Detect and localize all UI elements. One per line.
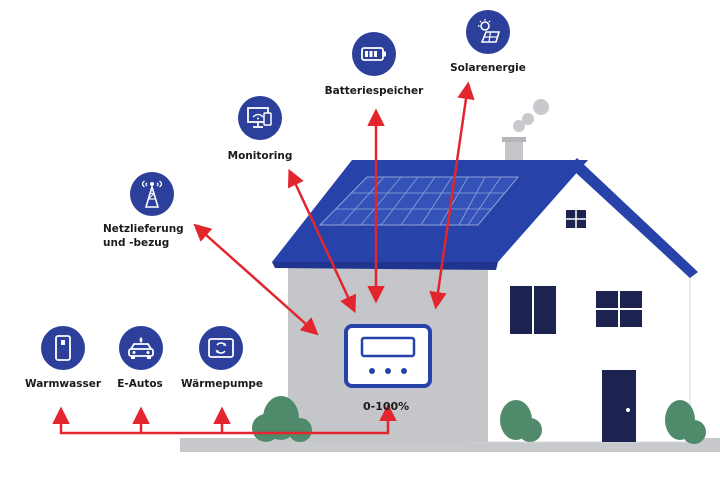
water-heater-icon bbox=[41, 326, 85, 370]
battery-icon bbox=[352, 32, 396, 76]
label-battery: Batteriespeicher bbox=[324, 85, 424, 97]
chimney bbox=[505, 140, 523, 166]
attic-window bbox=[566, 210, 586, 228]
window-right bbox=[596, 291, 642, 327]
window-left bbox=[510, 286, 556, 334]
arrow-consumer-bus bbox=[52, 406, 390, 435]
label-solar: Solarenergie bbox=[450, 62, 526, 74]
arrow-solar bbox=[429, 81, 475, 310]
label-warmwater: Warmwasser bbox=[25, 378, 101, 390]
energy-flow-arrows bbox=[52, 81, 475, 435]
chimney-smoke bbox=[513, 99, 549, 132]
label-percent: 0-100% bbox=[363, 400, 410, 413]
label-grid-line2: und -bezug bbox=[103, 237, 170, 249]
front-door bbox=[602, 370, 636, 442]
arrow-grid bbox=[193, 223, 319, 336]
solar-panel-sun-icon bbox=[466, 10, 510, 54]
monitor-icon bbox=[238, 96, 282, 140]
transmission-tower-icon bbox=[130, 172, 174, 216]
heat-pump-icon bbox=[199, 326, 243, 370]
arrow-monitoring bbox=[287, 168, 357, 314]
label-heatpump: Wärmepumpe bbox=[180, 378, 264, 390]
label-grid-line1: Netzlieferung bbox=[103, 223, 184, 235]
energy-controller-device bbox=[344, 324, 432, 388]
bushes bbox=[252, 396, 706, 444]
label-ecars: E-Autos bbox=[117, 378, 163, 390]
label-monitoring: Monitoring bbox=[227, 150, 293, 162]
electric-car-icon bbox=[119, 326, 163, 370]
